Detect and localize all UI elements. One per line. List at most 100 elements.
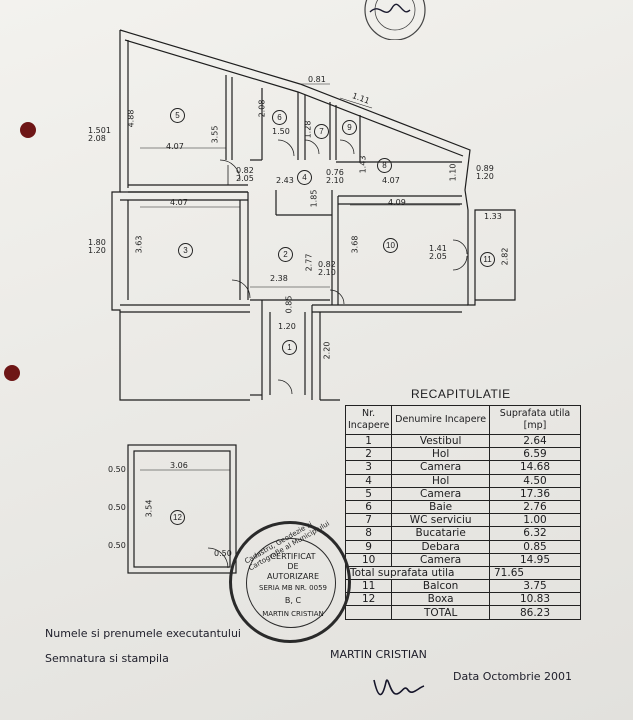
dim-label: 1.80 — [88, 238, 106, 247]
cell-area: 0.85 — [489, 539, 581, 554]
total-util-value: 71.65 — [489, 565, 581, 581]
cell-nr: 7 — [344, 513, 393, 528]
dim-label: 0.50 — [108, 465, 126, 474]
dim-label: 1.10 — [448, 163, 458, 182]
cell-area: 2.64 — [489, 433, 581, 449]
dim-label: 1.43 — [358, 155, 368, 174]
dim-label: 0.50 — [108, 541, 126, 550]
dim-label: 4.07 — [166, 142, 184, 151]
room-number: 2 — [278, 247, 293, 262]
dim-label: 4.07 — [382, 176, 400, 185]
dim-label: 3.54 — [144, 499, 154, 518]
dim-label: 2.10 — [326, 176, 344, 185]
dim-label: 2.10 — [318, 268, 336, 277]
dim-label: 4.88 — [126, 109, 136, 128]
dim-label: 2.77 — [304, 253, 314, 272]
dim-label: 2.05 — [429, 252, 447, 261]
date-label: Data Octombrie 2001 — [453, 670, 573, 683]
header-nr: Nr. Incapere — [344, 405, 393, 435]
cell-name: Boxa — [391, 592, 490, 607]
cell-name: Balcon — [391, 579, 490, 594]
dim-label: 0.82 — [318, 260, 336, 269]
dim-label: 4.09 — [388, 198, 406, 207]
dim-label: 2.05 — [236, 174, 254, 183]
stamp-text: B, C — [284, 596, 302, 605]
executor-name: MARTIN CRISTIAN — [330, 648, 427, 661]
dim-label: 1.20 — [88, 246, 106, 255]
authorization-stamp: CERTIFICAT DE AUTORIZARE SERIA MB NR. 00… — [229, 520, 351, 643]
dim-label: 0.76 — [326, 168, 344, 177]
room-number: 3 — [178, 243, 193, 258]
dim-label: 2.38 — [270, 274, 288, 283]
cell-name: WC serviciu — [391, 513, 490, 528]
signature-label: Semnatura si stampila — [45, 652, 169, 665]
dim-label: 0.85 — [284, 295, 294, 314]
dim-label: 2.43 — [276, 176, 294, 185]
dim-label: 0.50 — [214, 549, 232, 558]
room-number: 6 — [272, 110, 287, 125]
cell-area: 14.68 — [489, 460, 581, 475]
cell-name: Camera — [391, 552, 490, 567]
dim-label: 3.68 — [350, 235, 360, 254]
room-number: 10 — [383, 238, 398, 253]
cell-name: Hol — [391, 473, 490, 488]
dim-label: 3.55 — [210, 125, 220, 144]
dim-label: 3.63 — [134, 235, 144, 254]
dim-label: 0.82 — [236, 166, 254, 175]
stamp-text: CERTIFICAT — [270, 552, 316, 561]
room-number: 9 — [342, 120, 357, 135]
room-number: 5 — [170, 108, 185, 123]
cell-nr: 5 — [344, 486, 393, 501]
dim-label: 1.28 — [303, 120, 313, 139]
cell-area: 3.75 — [489, 579, 581, 594]
dim-label: 0.81 — [308, 75, 326, 84]
dim-label: 2.08 — [257, 99, 267, 118]
dim-label: 4.07 — [170, 198, 188, 207]
executor-label: Numele si prenumele executantului — [45, 627, 241, 640]
cell-area: 6.32 — [489, 526, 581, 541]
dim-label: 1.20 — [476, 172, 494, 181]
dim-label: 1.33 — [484, 212, 502, 221]
cell-name: Baie — [391, 499, 490, 515]
dim-label: 1.50 — [272, 127, 290, 136]
punch-hole — [20, 122, 36, 138]
dim-label: 0.89 — [476, 164, 494, 173]
recap-table: Nr. Incapere Denumire Incapere Suprafata… — [344, 405, 581, 620]
room-number: 1 — [282, 340, 297, 355]
dim-label: 1.20 — [278, 322, 296, 331]
cell-nr: 1 — [344, 433, 393, 449]
cell-area: 6.59 — [489, 447, 581, 462]
cell-nr: 6 — [344, 499, 393, 515]
cell-area: 1.00 — [489, 513, 581, 528]
cell-name: Bucatarie — [391, 526, 490, 541]
room-number: 12 — [170, 510, 185, 525]
dim-label: 1.501 — [88, 126, 111, 135]
dim-label: 2.20 — [322, 341, 332, 360]
table-header-row: Nr. Incapere Denumire Incapere Suprafata… — [344, 405, 581, 435]
header-suprafata: Suprafata utila [mp] — [489, 405, 581, 435]
cell-name: Debara — [391, 539, 490, 554]
stamp-text: AUTORIZARE — [267, 572, 319, 581]
total-util-label: Total suprafata utila — [345, 565, 490, 581]
cell-area: 17.36 — [489, 486, 581, 501]
cell-name: Camera — [391, 460, 490, 475]
stamp-text: DE — [287, 562, 299, 571]
dim-label: 0.50 — [108, 503, 126, 512]
stamp-text: SERIA MB NR. 0059 — [259, 584, 327, 592]
room-number: 7 — [314, 124, 329, 139]
stamp-inner-ring — [246, 538, 336, 628]
room-number: 8 — [377, 158, 392, 173]
